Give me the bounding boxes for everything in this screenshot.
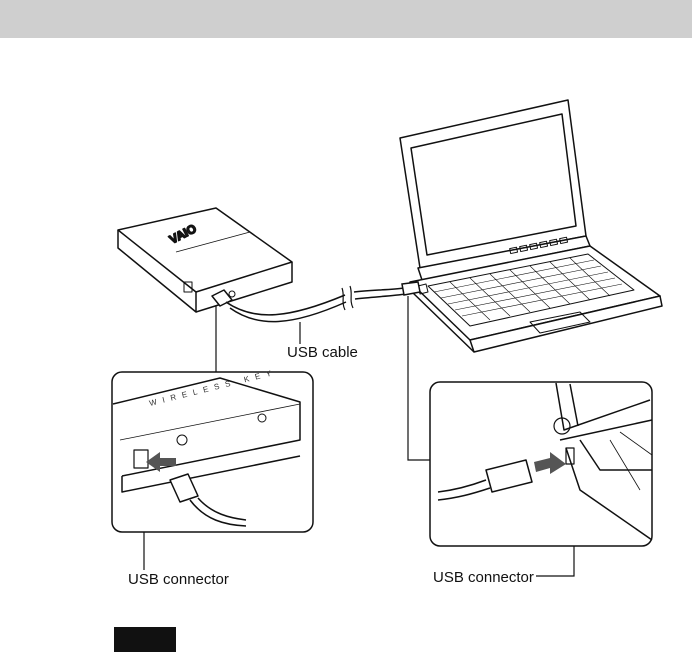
- usb-cable: [226, 282, 420, 322]
- usb-connector-label-left: USB connector: [128, 571, 229, 588]
- note-box: [114, 627, 176, 652]
- zoom-inset-laptop: [430, 382, 652, 546]
- zoom-inset-device: WIRELESS KEY: [112, 367, 313, 532]
- usb-connector-label-right: USB connector: [433, 569, 534, 586]
- laptop: [400, 100, 662, 352]
- usb-cable-label: USB cable: [287, 344, 358, 361]
- wireless-key-device: VAIO: [118, 208, 292, 312]
